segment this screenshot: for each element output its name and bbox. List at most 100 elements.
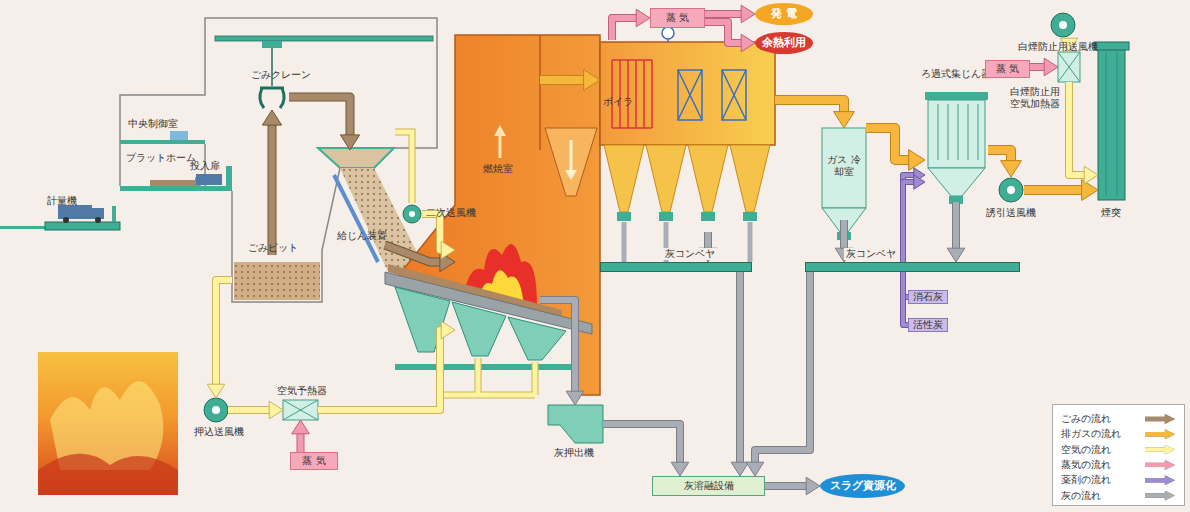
air-branch — [440, 358, 535, 395]
air-hopper — [452, 302, 506, 356]
output-oval: 発 電 — [755, 3, 813, 25]
conveyor-bar: 灰コンベヤ — [600, 262, 752, 272]
flow-connector — [765, 477, 820, 495]
flow-connector — [947, 202, 965, 262]
flow-outline — [216, 280, 232, 390]
platform-floor — [120, 186, 232, 191]
arrow-head — [1001, 161, 1022, 177]
flow-connector — [1024, 180, 1098, 201]
legend-row: 空気の流れ — [1061, 443, 1179, 457]
up-arrow — [499, 134, 502, 158]
flow-outline — [318, 330, 447, 410]
steam-box: 蒸 気 — [290, 452, 338, 470]
flow-outline — [775, 100, 844, 118]
fan-hub — [409, 211, 415, 217]
flow-line — [540, 76, 590, 84]
flow-connector — [903, 168, 925, 297]
ash-drop — [624, 222, 750, 262]
flow-connector — [318, 321, 455, 410]
air-duct — [395, 132, 412, 203]
preheater-node: 空気予熱器 — [283, 400, 318, 420]
preheater-cross — [283, 400, 318, 420]
arrow-head — [441, 241, 455, 259]
flow-connector — [207, 280, 232, 398]
node-label: 押込送風機 — [194, 426, 244, 438]
flow-connector — [540, 300, 584, 405]
arrow-head — [671, 462, 689, 476]
arrow-head — [947, 248, 965, 262]
flow-line — [1024, 186, 1088, 194]
flow-connector — [1030, 58, 1058, 76]
node-label: 白煙防止用 空気加熱器 — [1006, 86, 1064, 110]
legend-row: 灰の流れ — [1061, 489, 1179, 503]
flow-outline — [866, 128, 915, 160]
legend-swatch — [1145, 475, 1175, 485]
legend-swatch — [1145, 429, 1175, 439]
heater-node: 白煙防止用 空気加熱器 — [1058, 52, 1080, 82]
flow-connector — [705, 22, 755, 52]
flow-outline — [755, 272, 810, 468]
fan-node: 二次送風機 — [402, 204, 422, 224]
crane-grab — [260, 88, 284, 108]
arrow-head — [340, 135, 359, 150]
fan-node: 白煙防止用送風機 — [1050, 12, 1076, 38]
flow-line — [705, 22, 747, 43]
weighbridge — [45, 222, 120, 230]
cooling-tower — [822, 128, 866, 208]
secondary-funnel — [545, 128, 597, 196]
flow-connector — [731, 272, 749, 476]
legend-text: 空気の流れ — [1061, 444, 1111, 456]
legend-swatch — [1145, 414, 1175, 424]
boiler-node: ボイラ — [600, 40, 775, 232]
flow-outline — [268, 119, 277, 255]
swatch-frame — [1145, 429, 1175, 439]
boiler-hopper — [730, 145, 770, 212]
scale-post — [112, 206, 116, 222]
flow-outline — [603, 424, 680, 468]
stack — [1098, 48, 1125, 200]
furnace-node: 燃焼室 — [455, 35, 540, 395]
flow-connector — [540, 70, 600, 91]
output-oval: スラグ資源化 — [820, 474, 905, 498]
building-outline — [120, 18, 437, 186]
legend-row: 薬剤の流れ — [1061, 473, 1179, 487]
air-duct-outline — [395, 132, 412, 203]
truck-body — [58, 205, 92, 219]
flow-connector — [262, 110, 281, 255]
fan — [999, 178, 1023, 202]
flow-connector — [1069, 82, 1098, 184]
fan — [204, 398, 228, 422]
legend-text: 排ガスの流れ — [1061, 428, 1121, 440]
legend-text: ごみの流れ — [1061, 413, 1111, 425]
node-label: 灰コンベヤ — [844, 248, 898, 260]
node-label: 空気予熱器 — [277, 385, 327, 397]
node-label: 灰押出機 — [554, 447, 594, 459]
arrow-head — [566, 391, 584, 405]
node-label: 蒸 気 — [302, 455, 325, 467]
flow-outline — [736, 272, 744, 468]
flow-outline — [540, 300, 575, 397]
melting-box: 灰溶融設備 — [652, 476, 765, 496]
arrow-head — [909, 150, 925, 171]
flow-line — [216, 280, 232, 390]
flow-outline — [705, 10, 747, 18]
boiler-tubes — [612, 60, 652, 128]
crane-trolley — [262, 41, 282, 48]
fan-hub — [1059, 21, 1067, 29]
output-oval: 余熱利用 — [755, 32, 813, 54]
node-label: 灰コンベヤ — [663, 248, 717, 260]
node-label: スラグ資源化 — [830, 480, 896, 492]
pit-node: ごみピット — [232, 255, 320, 300]
flow-line — [228, 407, 275, 413]
arrow-head — [741, 34, 755, 52]
fan — [403, 205, 421, 223]
ground-line — [0, 226, 45, 229]
chemical-box: 消石灰 — [908, 290, 948, 304]
control-room-floor — [120, 140, 205, 144]
fan-hub — [1007, 186, 1015, 194]
flow-line — [765, 483, 812, 489]
feeder-node: 給じん装置 — [325, 150, 385, 245]
arrow-head — [269, 401, 283, 419]
filter-node: ろ過式集じん器 — [925, 92, 988, 202]
air-branch-outline — [440, 358, 535, 395]
